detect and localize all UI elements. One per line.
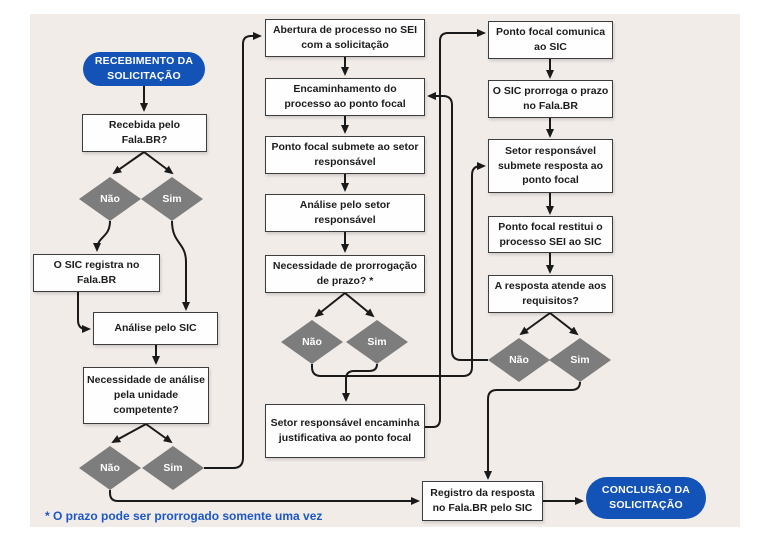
edge-sim1-analisesic	[171, 220, 190, 311]
edge-sim4-registro	[484, 381, 581, 480]
box-requisitos: A resposta atende aos requisitos?	[488, 275, 613, 313]
edge-unidade-sim2	[145, 423, 173, 444]
edge-sicregistra-analisesic	[77, 292, 91, 333]
box-analise-sic: Análise pelo SIC	[93, 312, 218, 345]
box-comunica-sic: Ponto focal comunica ao SIC	[488, 21, 613, 59]
end-pill: CONCLUSÃO DA SOLICITAÇÃO	[586, 477, 706, 519]
box-necessidade-prorrogacao: Necessidade de prorrogação de prazo? *	[265, 255, 425, 293]
box-abertura-sei: Abertura de processo no SEI com a solici…	[265, 19, 425, 57]
edge-recebida-nao1	[112, 151, 145, 175]
box-submete-setor: Ponto focal submete ao setor responsável	[265, 136, 425, 174]
edge-nao4-encaminhamento	[427, 92, 488, 361]
footnote-prazo: * O prazo pode ser prorrogado somente um…	[45, 509, 323, 523]
edge-recebida-sim1	[143, 151, 174, 175]
box-justificativa: Setor responsável encaminha justificativ…	[265, 404, 425, 458]
box-sic-prorroga: O SIC prorroga o prazo no Fala.BR	[488, 80, 613, 118]
box-sic-registra: O SIC registra no Fala.BR	[33, 254, 160, 292]
edge-justificativa-comunica	[425, 29, 486, 428]
edge-requisitos-sim4	[549, 312, 579, 336]
edge-unidade-nao2	[111, 423, 147, 443]
edge-sim2-abertura	[204, 32, 262, 469]
edge-prorrogacao-nao3	[314, 292, 346, 318]
edge-requisitos-nao4	[519, 312, 551, 336]
start-pill: RECEBIMENTO DA SOLICITAÇÃO	[83, 52, 205, 86]
box-submete-resposta: Setor responsável submete resposta ao po…	[488, 139, 613, 193]
edge-nao2-registro	[109, 490, 420, 505]
edge-nao1-sicregistra	[93, 220, 111, 252]
edge-prorrogacao-sim3	[344, 292, 375, 318]
box-analise-setor: Análise pelo setor responsável	[265, 194, 425, 232]
box-registro-resposta: Registro da resposta no Fala.BR pelo SIC	[422, 481, 543, 521]
box-restitui: Ponto focal restitui o processo SEI ao S…	[488, 216, 613, 253]
box-encaminhamento: Encaminhamento do processo ao ponto foca…	[265, 78, 425, 116]
box-recebida-pelo-falabr: Recebida pelo Fala.BR?	[82, 114, 207, 152]
edge-nao3-submeteresposta	[311, 162, 486, 377]
box-necessidade-unidade: Necessidade de análise pela unidade comp…	[83, 367, 209, 424]
edge-sim3-justificativa	[342, 363, 378, 402]
